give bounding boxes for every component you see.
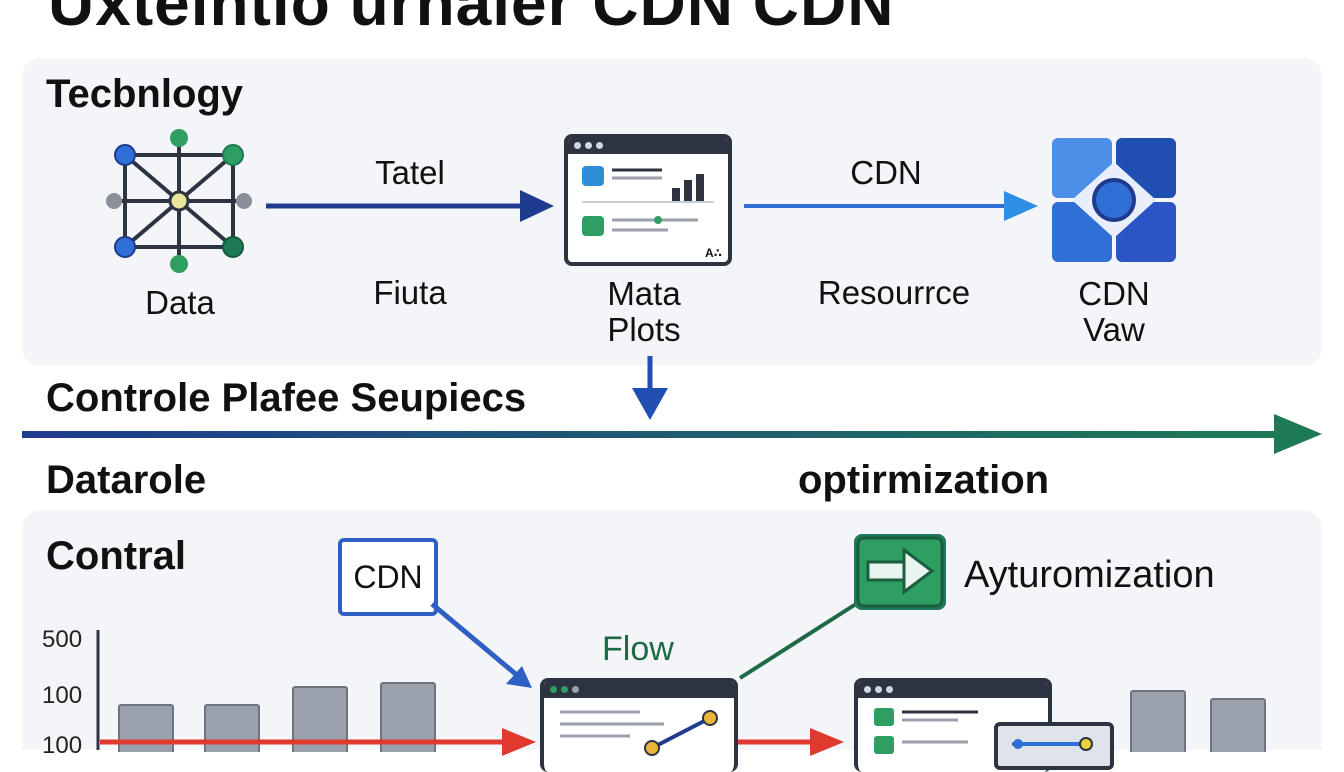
flow-label: Flow (602, 630, 674, 668)
chart-bar (1130, 690, 1186, 752)
y-tick-label: 100 (42, 682, 83, 709)
automation-icon (854, 534, 946, 610)
arrow2-top-label: CDN (850, 154, 922, 191)
y-tick-label: 100 (42, 732, 83, 759)
pipeline-arrow-icon (22, 414, 1322, 454)
red-arrow-icon (738, 728, 844, 756)
arrow-right-icon (266, 190, 554, 222)
chart-bar (1210, 698, 1266, 752)
optimization-label: optirmization (798, 458, 1050, 502)
connector-line (738, 602, 858, 680)
control-slider-icon (994, 722, 1114, 770)
y-tick-label: 500 (42, 626, 83, 653)
mata-label-line1: Mata (607, 275, 681, 312)
arrow-diagonal-icon (430, 602, 532, 688)
cdn-view-label: CDN Vaw (1054, 276, 1174, 348)
datarole-label: Datarole (46, 458, 207, 502)
arrow-right-icon (744, 191, 1038, 221)
control-heading: Contral (46, 534, 186, 578)
cdn-logo-icon (1052, 138, 1176, 262)
cdn-box: CDN (338, 538, 438, 616)
cdn-label-line2: Vaw (1083, 311, 1145, 348)
automation-label: Ayturomization (964, 554, 1215, 596)
mata-label-line2: Plots (607, 311, 681, 348)
arrow-down-icon (632, 356, 668, 420)
arrow1-bottom-label: Fiuta (373, 274, 447, 311)
arrow2-bottom-label: Resourrce (817, 274, 971, 311)
cdn-label-line1: CDN (1078, 275, 1150, 312)
control-plane-heading: Controle Plafee Seupiecs (46, 376, 527, 420)
window-corner-text: A∴ (704, 246, 722, 260)
red-arrow-icon (100, 728, 536, 756)
technology-heading: Tecbnlogy (46, 72, 244, 116)
mata-label: Mata Plots (584, 276, 704, 348)
network-data-icon (106, 129, 252, 273)
data-label: Data (145, 284, 215, 321)
arrow1-top-label: Tatel (375, 154, 445, 191)
page-title: Uxtelntio urnaler CDN CDN (48, 0, 895, 39)
dashboard-window-icon: A∴ (564, 134, 732, 266)
y-axis-line (96, 630, 100, 750)
flow-window-icon (540, 678, 738, 772)
